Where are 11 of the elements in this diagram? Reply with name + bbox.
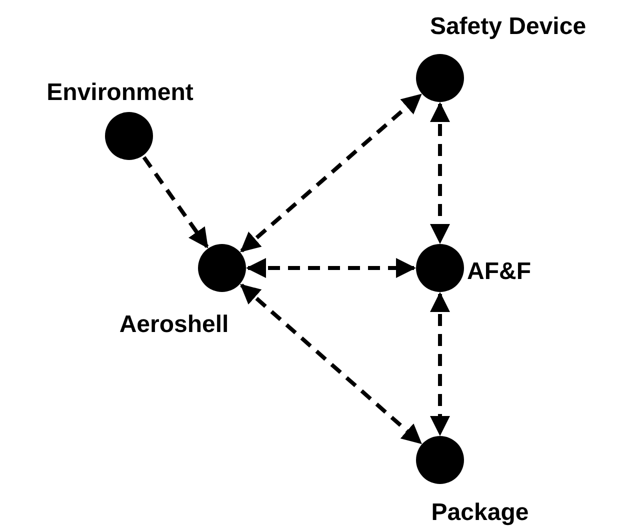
node-label: AF&F bbox=[467, 258, 531, 286]
node-label: Package bbox=[431, 499, 529, 527]
node-label: Aeroshell bbox=[119, 311, 229, 339]
arrow bbox=[246, 258, 416, 278]
node-label: Environment bbox=[46, 79, 194, 107]
arrow bbox=[240, 94, 422, 252]
node-label: Safety Device bbox=[430, 13, 586, 41]
arrow bbox=[430, 102, 450, 244]
arrow bbox=[430, 292, 450, 436]
arrow bbox=[240, 284, 422, 444]
arrow bbox=[142, 156, 209, 248]
